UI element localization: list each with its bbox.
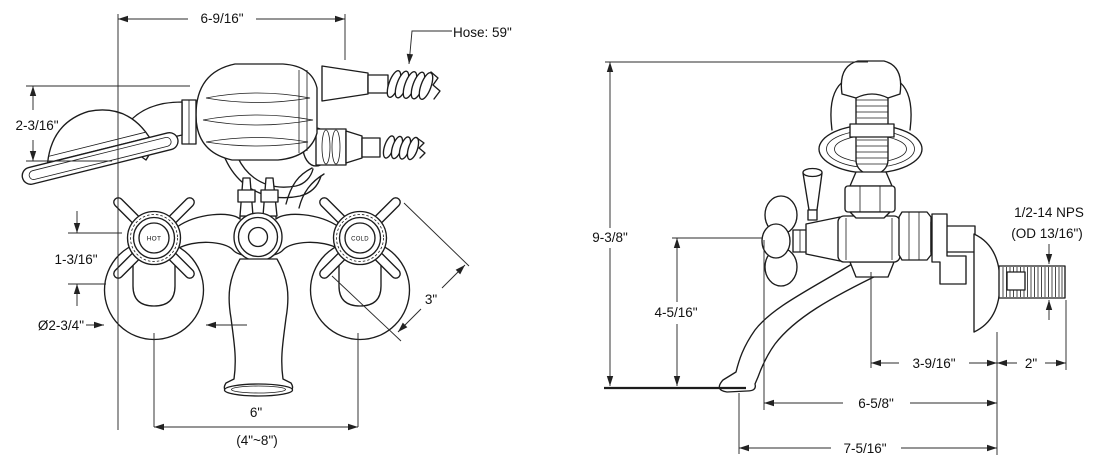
dim-faucet-centers-range-label: (4"~8") (236, 433, 277, 448)
nipple-thread-label: 1/2-14 NPS (1014, 205, 1084, 220)
diverter-center-boss (233, 212, 283, 262)
dim-bell-diameter-label: Ø2-3/4" (38, 318, 84, 333)
side-spout (718, 263, 885, 393)
hot-cross-handle: HOT (113, 197, 195, 279)
spout-root-boss (849, 261, 895, 278)
dim-shower-head-height-label: 2-3/16" (15, 118, 58, 133)
cradle-crown (840, 60, 902, 99)
side-view-drawing: 9-3/8" 4-5/16" 1/2-14 NPS (OD 13/16") 3-… (583, 60, 1084, 456)
front-view-drawing: HOT COLD (15, 10, 512, 448)
side-handshower-cradle (818, 60, 923, 219)
nipple-od-label: (OD 13/16") (1011, 226, 1083, 241)
dim-spout-front-to-wall-label: 7-5/16" (843, 441, 886, 456)
wall-bracket (931, 213, 967, 285)
side-valve-body (805, 211, 942, 263)
cradle-fork-posts (237, 177, 279, 217)
cold-cross-handle: COLD (319, 197, 401, 279)
cold-handle-assembly: COLD (309, 197, 411, 341)
dim-handle-rise-label: 1-3/16" (54, 252, 97, 267)
hot-handle-assembly: HOT (103, 197, 205, 341)
diverter-lever (802, 167, 823, 221)
showerhead (21, 109, 179, 185)
tub-spout (223, 258, 294, 397)
dim-overall-width-label: 6-9/16" (200, 11, 243, 26)
handshower-handle (181, 63, 318, 161)
cold-label: COLD (351, 237, 369, 243)
hot-label: HOT (147, 236, 162, 243)
hose-coil-upper (386, 70, 441, 100)
side-cross-handle (761, 195, 812, 287)
dim-faucet-centers-label: 6" (250, 405, 263, 420)
side-view-dimensions: 9-3/8" 4-5/16" 1/2-14 NPS (OD 13/16") 3-… (583, 61, 1084, 456)
threaded-nipple (998, 265, 1066, 299)
wall-flange (973, 233, 1001, 333)
dim-handle-span-label: 3" (425, 292, 438, 307)
hose-outlet-tube (285, 167, 325, 209)
dim-handle-to-wall-label: 6-5/8" (858, 396, 894, 411)
front-view-dimensions: 6-9/16" 2-3/16" 1-3/16" Ø2-3/4" 3" 6" (4 (15, 10, 512, 448)
dim-nipple-length-label: 2" (1025, 356, 1038, 371)
dim-spout-height-label: 4-5/16" (654, 305, 697, 320)
hose-coil-lower (382, 135, 426, 161)
dim-overall-height-label: 9-3/8" (592, 230, 628, 245)
wall-mount (931, 213, 1066, 333)
hose-length-label: Hose: 59" (453, 25, 512, 40)
dim-spout-center-to-wall-label: 3-9/16" (912, 356, 955, 371)
hose-connector-lower (302, 127, 426, 167)
hose-connector-upper (321, 65, 441, 102)
